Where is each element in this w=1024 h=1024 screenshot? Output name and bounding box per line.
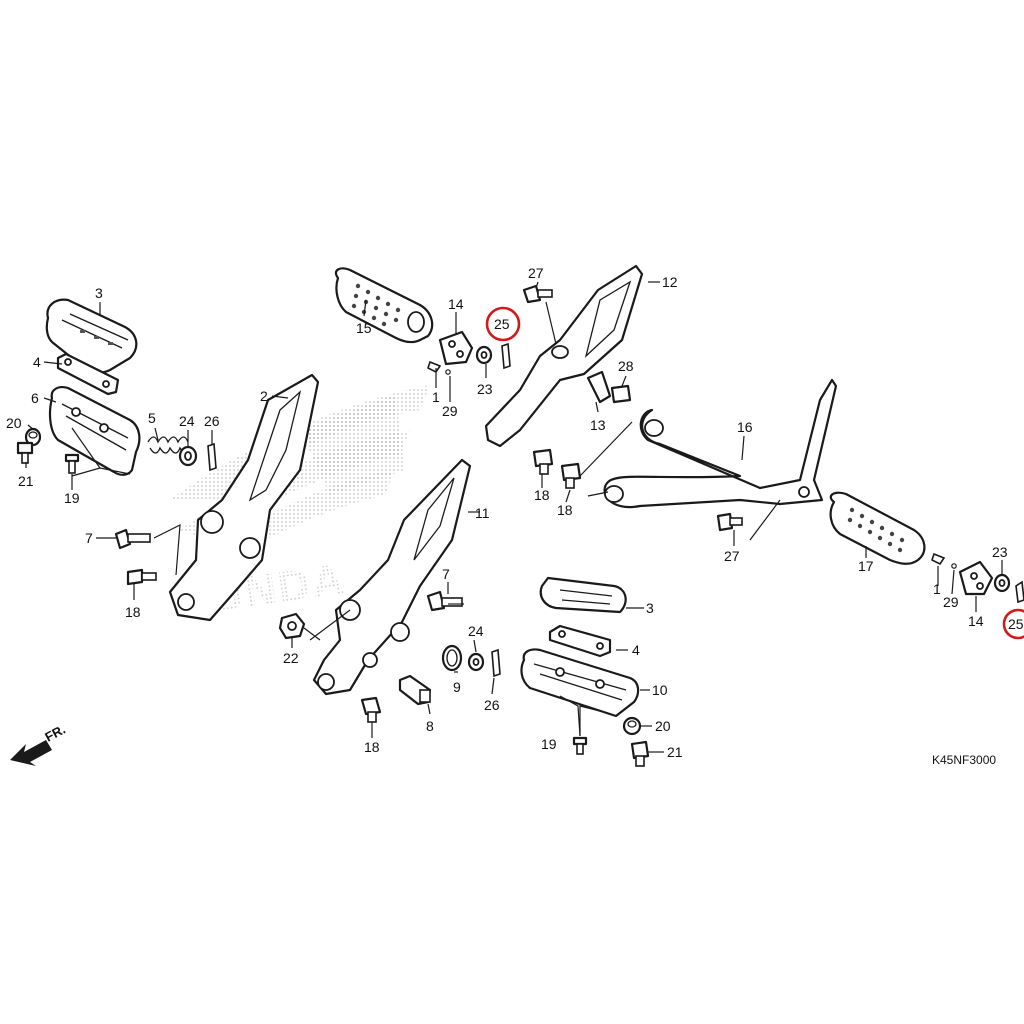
part-2-footpeg-bracket-left bbox=[168, 373, 320, 622]
callout-26-left: 26 bbox=[204, 413, 220, 429]
callout-17: 17 bbox=[858, 558, 874, 574]
part-22-nut bbox=[278, 612, 306, 640]
part-24-washer-center bbox=[467, 652, 485, 672]
part-13-clamp bbox=[586, 370, 612, 404]
callout-4-right: 4 bbox=[632, 642, 640, 658]
part-6-footpeg-left bbox=[48, 386, 141, 476]
part-7-pivot-bolt-center bbox=[426, 590, 463, 612]
callout-5: 5 bbox=[148, 410, 156, 426]
part-25-pin bbox=[501, 342, 511, 370]
callout-8: 8 bbox=[426, 718, 434, 734]
callout-24-left: 24 bbox=[179, 413, 195, 429]
leader-lines bbox=[25, 281, 1003, 753]
callout-24-center: 24 bbox=[468, 623, 484, 639]
callout-1-right: 1 bbox=[933, 581, 941, 597]
callout-10: 10 bbox=[652, 682, 668, 698]
part-21-bolt-left bbox=[16, 441, 34, 464]
callout-25-center: 25 bbox=[494, 316, 510, 332]
part-3-footpeg-rubber-right bbox=[539, 576, 627, 614]
callout-4-left: 4 bbox=[33, 354, 41, 370]
part-23-washer-right bbox=[993, 573, 1011, 593]
part-15-footpeg-rubber bbox=[334, 267, 434, 344]
part-12-footpeg-bracket-right bbox=[484, 264, 644, 448]
part-20-collar-right bbox=[622, 716, 642, 736]
callout-14-center: 14 bbox=[448, 296, 464, 312]
callout-7-left: 7 bbox=[85, 530, 93, 546]
part-18-bolt-left bbox=[126, 568, 157, 586]
callout-11: 11 bbox=[475, 505, 490, 521]
part-19-screw-right bbox=[572, 736, 588, 755]
highlight-circle-25-right bbox=[1002, 608, 1024, 640]
callout-15: 15 bbox=[356, 320, 372, 336]
part-18-bolt-center-c bbox=[360, 696, 382, 723]
front-direction-arrow: FR. bbox=[10, 722, 68, 766]
callout-29-right: 29 bbox=[943, 594, 959, 610]
callout-28: 28 bbox=[618, 358, 634, 374]
part-10-footpeg-right bbox=[520, 648, 640, 718]
callout-21-left: 21 bbox=[18, 473, 34, 489]
drawing-code: K45NF3000 bbox=[932, 753, 996, 767]
callout-3-left: 3 bbox=[95, 285, 103, 301]
callout-23-center: 23 bbox=[477, 381, 493, 397]
part-24-washer-left bbox=[178, 445, 198, 467]
callout-18-left: 18 bbox=[125, 604, 141, 620]
part-4-plate-right bbox=[548, 624, 612, 658]
callout-27-upper: 27 bbox=[528, 265, 544, 281]
part-7-pivot-bolt-left bbox=[114, 528, 151, 550]
callout-7-center: 7 bbox=[442, 566, 450, 582]
callout-19-left: 19 bbox=[64, 490, 80, 506]
callout-18-center-b: 18 bbox=[557, 502, 573, 518]
callout-13: 13 bbox=[590, 417, 606, 433]
part-26-pin-center bbox=[491, 648, 501, 678]
part-9-spring-center bbox=[441, 644, 463, 672]
part-16-step-holder-right bbox=[603, 378, 838, 509]
part-8-pivot-pin bbox=[398, 674, 432, 706]
part-21-bolt-right bbox=[630, 740, 650, 767]
part-4-plate-left bbox=[56, 352, 120, 396]
part-18-bolt-center-b bbox=[560, 462, 582, 489]
callout-22: 22 bbox=[283, 650, 299, 666]
callout-1-center: 1 bbox=[432, 389, 440, 405]
part-26-pin-left bbox=[207, 442, 217, 472]
callout-18-center-c: 18 bbox=[364, 739, 380, 755]
callout-labels: 3 4 6 20 21 19 5 24 26 2 7 18 15 14 1 29… bbox=[6, 265, 1024, 760]
part-27-bolt-upper bbox=[522, 284, 553, 304]
part-19-screw-left bbox=[64, 453, 80, 474]
callout-2: 2 bbox=[260, 388, 268, 404]
part-1-screw-right bbox=[931, 552, 957, 569]
part-18-bolt-center-a bbox=[532, 448, 554, 475]
callout-20-left: 20 bbox=[6, 415, 22, 431]
part-25-pin-right bbox=[1015, 580, 1024, 604]
callout-26-center: 26 bbox=[484, 697, 500, 713]
callout-16: 16 bbox=[737, 419, 753, 435]
part-14-plate bbox=[438, 330, 474, 366]
callout-18-center-a: 18 bbox=[534, 487, 550, 503]
part-17-footpeg-right bbox=[829, 491, 926, 565]
part-27-bolt-lower bbox=[716, 512, 743, 532]
callout-29-center: 29 bbox=[442, 403, 458, 419]
callout-23-right: 23 bbox=[992, 544, 1008, 560]
callout-25-right: 25 bbox=[1008, 616, 1024, 632]
callout-9: 9 bbox=[453, 679, 461, 695]
part-14-plate-right bbox=[958, 560, 994, 596]
callout-3-right: 3 bbox=[646, 600, 654, 616]
callout-20-right: 20 bbox=[655, 718, 671, 734]
callout-19-right: 19 bbox=[541, 736, 557, 752]
part-3-footpeg-rubber-left bbox=[45, 298, 138, 374]
part-28-bolt bbox=[610, 384, 632, 404]
highlight-circle-25 bbox=[485, 306, 521, 342]
callout-21-right: 21 bbox=[667, 744, 683, 760]
callout-12: 12 bbox=[662, 274, 678, 290]
callout-27-lower: 27 bbox=[724, 548, 740, 564]
callout-14-right: 14 bbox=[968, 613, 984, 629]
part-23-washer bbox=[475, 345, 493, 365]
callout-6: 6 bbox=[31, 390, 39, 406]
